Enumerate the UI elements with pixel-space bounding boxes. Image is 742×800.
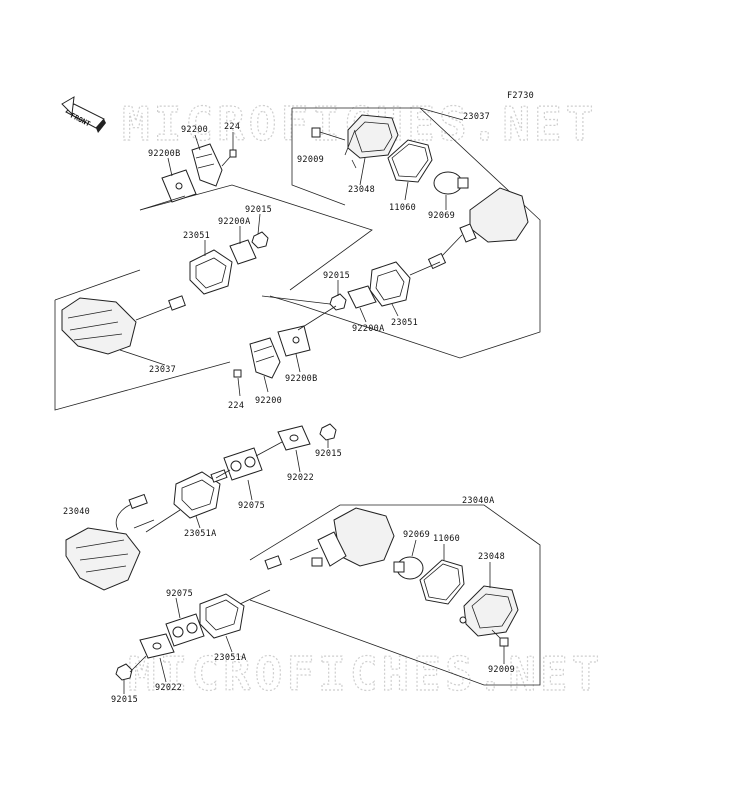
- housing-23040: [65, 493, 155, 591]
- label-11060-top: 11060: [389, 203, 416, 213]
- label-23048-bottom: 23048: [478, 552, 505, 562]
- bracket-92200-top: [191, 143, 223, 187]
- bulb-92069-bottom: [393, 556, 424, 580]
- label-23048-top: 23048: [348, 185, 375, 195]
- screw-224-mid: [233, 369, 242, 378]
- plate-92200A-right: [347, 285, 377, 309]
- washer-92022-a: [277, 425, 311, 451]
- watermark-bottom: MICROFICHES.NET: [128, 647, 603, 701]
- nut-92015-left: [251, 231, 269, 249]
- gasket-11060-bottom: [419, 559, 465, 605]
- label-92015-c: 92015: [315, 449, 342, 459]
- front-arrow-icon: FRONT: [61, 96, 106, 133]
- label-92022-b: 92022: [155, 683, 182, 693]
- label-92200B-mid: 92200B: [285, 374, 318, 384]
- label-92022-a: 92022: [287, 473, 314, 483]
- lower-right-box: [249, 504, 541, 686]
- label-23037-top: 23037: [463, 112, 490, 122]
- assembly-lines: [129, 195, 441, 673]
- label-224-mid: 224: [228, 401, 244, 411]
- label-92009-bottom: 92009: [488, 665, 515, 675]
- housing-23040A: [264, 507, 395, 570]
- label-11060-bottom: 11060: [433, 534, 460, 544]
- label-23051-a: 23051: [183, 231, 210, 241]
- leader-lines: [119, 129, 505, 694]
- screw-92009-top: [311, 127, 346, 141]
- bracket-92200-mid: [249, 337, 281, 379]
- label-23037-left: 23037: [149, 365, 176, 375]
- plate-92200B-mid: [277, 325, 311, 357]
- bulb-92069-top: [433, 171, 469, 195]
- housing-23037-left: [61, 295, 186, 355]
- upper-right-box: [269, 107, 541, 359]
- nut-92015-c: [319, 423, 337, 441]
- label-92015-d: 92015: [111, 695, 138, 705]
- diagram-code: F2730: [507, 91, 534, 101]
- lens-23048-top: [347, 114, 399, 169]
- label-92009-top: 92009: [297, 155, 324, 165]
- label-23051A-a: 23051A: [184, 529, 217, 539]
- grommet-92075-a: [223, 447, 263, 481]
- socket-23051-left: [189, 249, 233, 295]
- label-224-top: 224: [224, 122, 240, 132]
- label-92015-a: 92015: [245, 205, 272, 215]
- label-92200-mid: 92200: [255, 396, 282, 406]
- plate-92200B-top: [161, 169, 197, 203]
- label-92069-bottom: 92069: [403, 530, 430, 540]
- left-box: [54, 184, 373, 411]
- grommet-92075-b: [165, 613, 205, 647]
- lens-23048-bottom: [459, 585, 519, 637]
- label-92200B-top: 92200B: [148, 149, 181, 159]
- label-23040: 23040: [63, 507, 90, 517]
- label-92075-a: 92075: [238, 501, 265, 511]
- socket-23051A-a: [173, 469, 228, 519]
- label-23051-b: 23051: [391, 318, 418, 328]
- gasket-11060-top: [387, 139, 433, 183]
- socket-23051-right: [369, 261, 411, 307]
- nut-92015-d: [115, 663, 133, 681]
- label-23051A-b: 23051A: [214, 653, 247, 663]
- screw-224-top: [221, 149, 237, 167]
- label-92200A-a: 92200A: [218, 217, 251, 227]
- label-92069-top: 92069: [428, 211, 455, 221]
- label-92200-top: 92200: [181, 125, 208, 135]
- nut-92015-right: [329, 293, 347, 311]
- label-92200A-b: 92200A: [352, 324, 385, 334]
- label-92015-b: 92015: [323, 271, 350, 281]
- plate-92200A-left: [229, 239, 257, 265]
- label-23040A: 23040A: [462, 496, 495, 506]
- socket-23051A-b: [199, 593, 245, 639]
- label-92075-b: 92075: [166, 589, 193, 599]
- washer-92022-b: [139, 633, 175, 659]
- housing-23037-right: [427, 187, 529, 270]
